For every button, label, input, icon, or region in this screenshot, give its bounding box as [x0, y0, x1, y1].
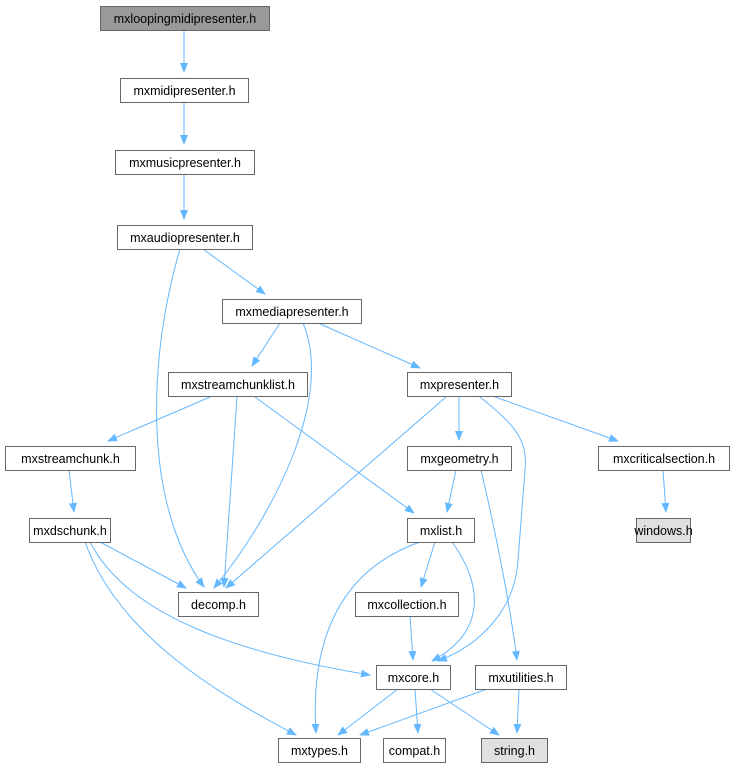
edge-collection-to-mxcore	[408, 615, 417, 661]
node-streamchunk[interactable]: mxstreamchunk.h	[5, 446, 136, 471]
edge-audio-to-decomp	[156, 248, 205, 588]
edge-scl-to-mxlist	[254, 396, 415, 514]
node-mxcore[interactable]: mxcore.h	[376, 665, 451, 690]
edge-presenter-to-mxcore	[437, 396, 526, 662]
node-box	[636, 518, 691, 543]
node-box	[407, 446, 512, 471]
edge-dschunk-to-decomp	[99, 541, 187, 589]
edge-mxcore-to-compat	[413, 688, 422, 734]
edge-utilities-to-mxtypes	[359, 688, 488, 736]
node-windows: windows.h	[633, 518, 693, 543]
node-label: decomp.h	[191, 598, 246, 612]
node-box	[120, 78, 249, 103]
node-mxtypes[interactable]: mxtypes.h	[278, 738, 361, 763]
node-audio[interactable]: mxaudiopresenter.h	[117, 225, 253, 250]
node-box	[278, 738, 361, 763]
edge-media-to-decomp	[213, 322, 312, 589]
node-label: mxgeometry.h	[420, 452, 498, 466]
edge-mxlist-to-collection	[419, 541, 436, 588]
node-box	[222, 299, 362, 324]
node-media[interactable]: mxmediapresenter.h	[222, 299, 362, 324]
node-box	[376, 665, 451, 690]
node-box	[29, 518, 111, 543]
node-box	[178, 592, 259, 617]
node-label: mxpresenter.h	[420, 378, 499, 392]
node-scl[interactable]: mxstreamchunklist.h	[168, 372, 308, 397]
nodes: mxloopingmidipresenter.h mxmidipresenter.…	[5, 6, 730, 763]
node-label: mxcriticalsection.h	[613, 452, 715, 466]
node-label: mxdschunk.h	[33, 524, 107, 538]
node-label: mxaudiopresenter.h	[130, 231, 240, 245]
edge-geometry-to-utilities	[480, 469, 520, 661]
edge-mxcore-to-string	[429, 688, 500, 736]
edge-media-to-presenter	[317, 322, 421, 369]
node-box	[407, 518, 475, 543]
node-label: mxcollection.h	[367, 598, 446, 612]
node-compat[interactable]: compat.h	[383, 738, 446, 763]
node-box	[168, 372, 308, 397]
edge-mxlist-to-mxcore	[431, 541, 475, 662]
node-label: string.h	[494, 744, 535, 758]
node-string: string.h	[481, 738, 548, 763]
node-box	[100, 6, 270, 31]
edge-dschunk-to-mxtypes	[84, 541, 297, 736]
node-decomp[interactable]: decomp.h	[178, 592, 259, 617]
node-dschunk[interactable]: mxdschunk.h	[29, 518, 111, 543]
node-box	[355, 592, 459, 617]
node-music[interactable]: mxmusicpresenter.h	[115, 150, 255, 175]
edge-audio-to-media	[202, 248, 266, 295]
node-box	[598, 446, 730, 471]
edge-presenter-to-critsec	[494, 396, 619, 442]
node-box	[115, 150, 255, 175]
node-midi[interactable]: mxmidipresenter.h	[120, 78, 249, 103]
node-label: mxmediapresenter.h	[235, 305, 348, 319]
edge-geometry-to-mxlist	[444, 469, 457, 513]
node-label: mxtypes.h	[291, 744, 348, 758]
node-label: mxutilities.h	[488, 671, 553, 685]
node-box	[475, 665, 567, 690]
node-label: mxstreamchunk.h	[21, 452, 120, 466]
node-mxlist[interactable]: mxlist.h	[407, 518, 475, 543]
edge-media-to-scl	[251, 322, 281, 367]
edge-utilities-to-string	[513, 688, 522, 734]
edge-dschunk-to-mxcore	[89, 541, 371, 678]
node-label: mxmidipresenter.h	[133, 84, 235, 98]
node-geometry[interactable]: mxgeometry.h	[407, 446, 512, 471]
node-label: mxcore.h	[388, 671, 439, 685]
edge-presenter-to-decomp	[225, 396, 447, 589]
node-box	[5, 446, 136, 471]
node-critsec[interactable]: mxcriticalsection.h	[598, 446, 730, 471]
node-presenter[interactable]: mxpresenter.h	[407, 372, 512, 397]
node-box	[117, 225, 253, 250]
edges	[68, 30, 670, 736]
node-label: windows.h	[633, 524, 692, 538]
node-box	[407, 372, 512, 397]
edge-mxcore-to-mxtypes	[337, 688, 399, 736]
node-label: mxloopingmidipresenter.h	[114, 12, 256, 26]
node-label: mxlist.h	[420, 524, 462, 538]
node-loop[interactable]: mxloopingmidipresenter.h	[100, 6, 270, 31]
node-collection[interactable]: mxcollection.h	[355, 592, 459, 617]
edge-critsec-to-windows	[661, 469, 670, 513]
node-box	[481, 738, 548, 763]
node-label: mxstreamchunklist.h	[181, 378, 295, 392]
node-label: compat.h	[389, 744, 440, 758]
node-box	[383, 738, 446, 763]
edge-scl-to-decomp	[220, 396, 238, 588]
node-utilities[interactable]: mxutilities.h	[475, 665, 567, 690]
edge-streamchunk-to-dschunk	[68, 469, 77, 513]
edge-mxlist-to-mxtypes	[311, 541, 421, 734]
node-label: mxmusicpresenter.h	[129, 156, 241, 170]
edge-scl-to-streamchunk	[107, 396, 211, 442]
